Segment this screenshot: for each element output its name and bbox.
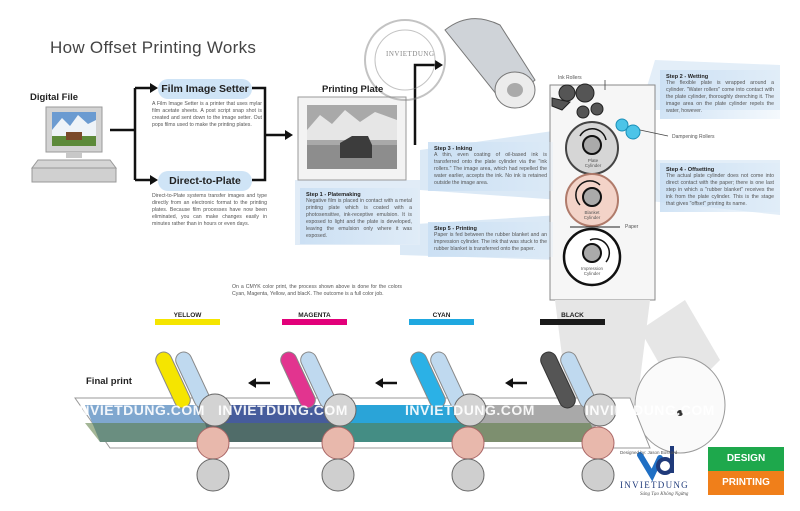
invietdung-logo-mark: [637, 446, 674, 482]
color-bar-cyan: [409, 319, 474, 325]
print-unit-black: [540, 351, 617, 492]
plate-cylinder: [565, 121, 619, 175]
step-2-box: Step 2 - Wetting The flexible plate is w…: [660, 70, 780, 119]
step-3-box: Step 3 - Inking A thin, even coating of …: [428, 142, 553, 191]
watermark-text: INVIETDUNG.COM: [585, 402, 715, 418]
arrow-right-icon: [435, 60, 443, 70]
impression-cylinder: [562, 227, 622, 287]
printing-plate-illustration: [297, 96, 407, 181]
digital-file-label: Digital File: [30, 92, 79, 103]
step-5-text: Paper is fed between the rubber blanket …: [434, 232, 547, 252]
step-2-title: Step 2 - Wetting: [666, 74, 709, 80]
film-image-setter-description: A Film Image Setter is a printer that us…: [152, 101, 262, 128]
company-slogan: Sáng Tạo Không Ngừng: [640, 492, 689, 497]
design-badge: DESIGN: [708, 447, 784, 471]
ink-rollers-label: Ink Rollers: [558, 75, 582, 81]
color-bar-yellow: [155, 319, 220, 325]
page-title: How Offset Printing Works: [50, 38, 257, 57]
dampening-rollers-label: Dampening Rollers: [672, 134, 715, 140]
step-4-title: Step 4 - Offsetting: [666, 167, 715, 173]
color-bar-magenta: [282, 319, 347, 325]
watermark-text: INVIETDUNG.COM: [405, 402, 535, 418]
arrow-right-icon: [285, 130, 293, 140]
paper-label: Paper: [625, 224, 639, 230]
printing-badge: PRINTING: [708, 471, 784, 495]
arrow-right-icon: [150, 175, 158, 185]
ink-rollers: [551, 83, 604, 119]
plate-cylinder-label: Plate Cylinder: [584, 158, 602, 168]
direct-to-plate-label: Direct-to-Plate: [158, 171, 252, 191]
step-1-box: Step 1 - Platemaking Negative film is pl…: [300, 188, 418, 244]
paper-roll: [634, 300, 726, 454]
color-label-magenta: MAGENTA: [298, 312, 331, 319]
flow-connectors: [110, 63, 435, 182]
watermark-text: INVIETDUNG.COM: [218, 402, 348, 418]
company-name: INVIETDUNG: [620, 480, 689, 490]
color-label-cyan: CYAN: [432, 312, 451, 319]
arrow-left-icon: [505, 378, 513, 388]
color-unit-magenta: MAGENTA: [282, 312, 347, 325]
connector-up: [413, 63, 435, 145]
color-unit-yellow: YELLOW: [155, 312, 220, 325]
color-label-black: BLACK: [561, 312, 584, 319]
step-5-box: Step 5 - Printing Paper is fed between t…: [428, 222, 553, 257]
cmyk-note: On a CMYK color print, the process shown…: [232, 284, 402, 297]
final-print-label: Final print: [86, 376, 132, 387]
plate-roll-illustration: [444, 18, 536, 109]
color-unit-black: BLACK: [540, 312, 605, 325]
dampening-rollers: [615, 118, 641, 140]
designed-by: Designed by: Jason Bossard: [620, 450, 678, 455]
blanket-cylinder-label: Blanket Cylinder: [583, 210, 601, 220]
color-unit-cyan: CYAN: [409, 312, 474, 325]
impression-cylinder-label: Impression Cylinder: [580, 266, 603, 276]
arrow-left-icon: [375, 378, 383, 388]
blanket-cylinder: [565, 173, 619, 227]
watermark-text: INVIETDUNG.COM: [75, 402, 205, 418]
company-stamp: [364, 19, 446, 101]
direct-to-plate-description: Direct-to-Plate systems transfer images …: [152, 193, 267, 227]
printing-plate-label: Printing Plate: [322, 84, 384, 95]
print-unit-magenta: [280, 351, 357, 492]
step-1-title: Step 1 - Platemaking: [306, 192, 361, 198]
print-unit-yellow: [155, 351, 232, 492]
arrow-left-icon: [248, 378, 256, 388]
step-1-text: Negative film is placed in contact with …: [306, 198, 412, 239]
print-unit-cyan: [410, 351, 487, 492]
step-4-box: Step 4 - Offsetting The actual plate cyl…: [660, 163, 780, 212]
color-label-yellow: YELLOW: [173, 312, 202, 319]
arrow-right-icon: [150, 83, 158, 93]
step-3-title: Step 3 - Inking: [434, 146, 473, 152]
film-image-setter-label: Film Image Setter: [158, 79, 252, 99]
step-3-text: A thin, even coating of oil-based ink is…: [434, 152, 547, 186]
step-4-text: The actual plate cylinder does not come …: [666, 173, 774, 207]
step-2-text: The flexible plate is wrapped around a c…: [666, 80, 774, 114]
stamp-brand: INVIETDUNG: [386, 50, 435, 58]
color-bar-black: [540, 319, 605, 325]
computer-illustration: [31, 106, 117, 183]
flow-arrows-left: [248, 378, 527, 388]
step-5-title: Step 5 - Printing: [434, 226, 477, 232]
